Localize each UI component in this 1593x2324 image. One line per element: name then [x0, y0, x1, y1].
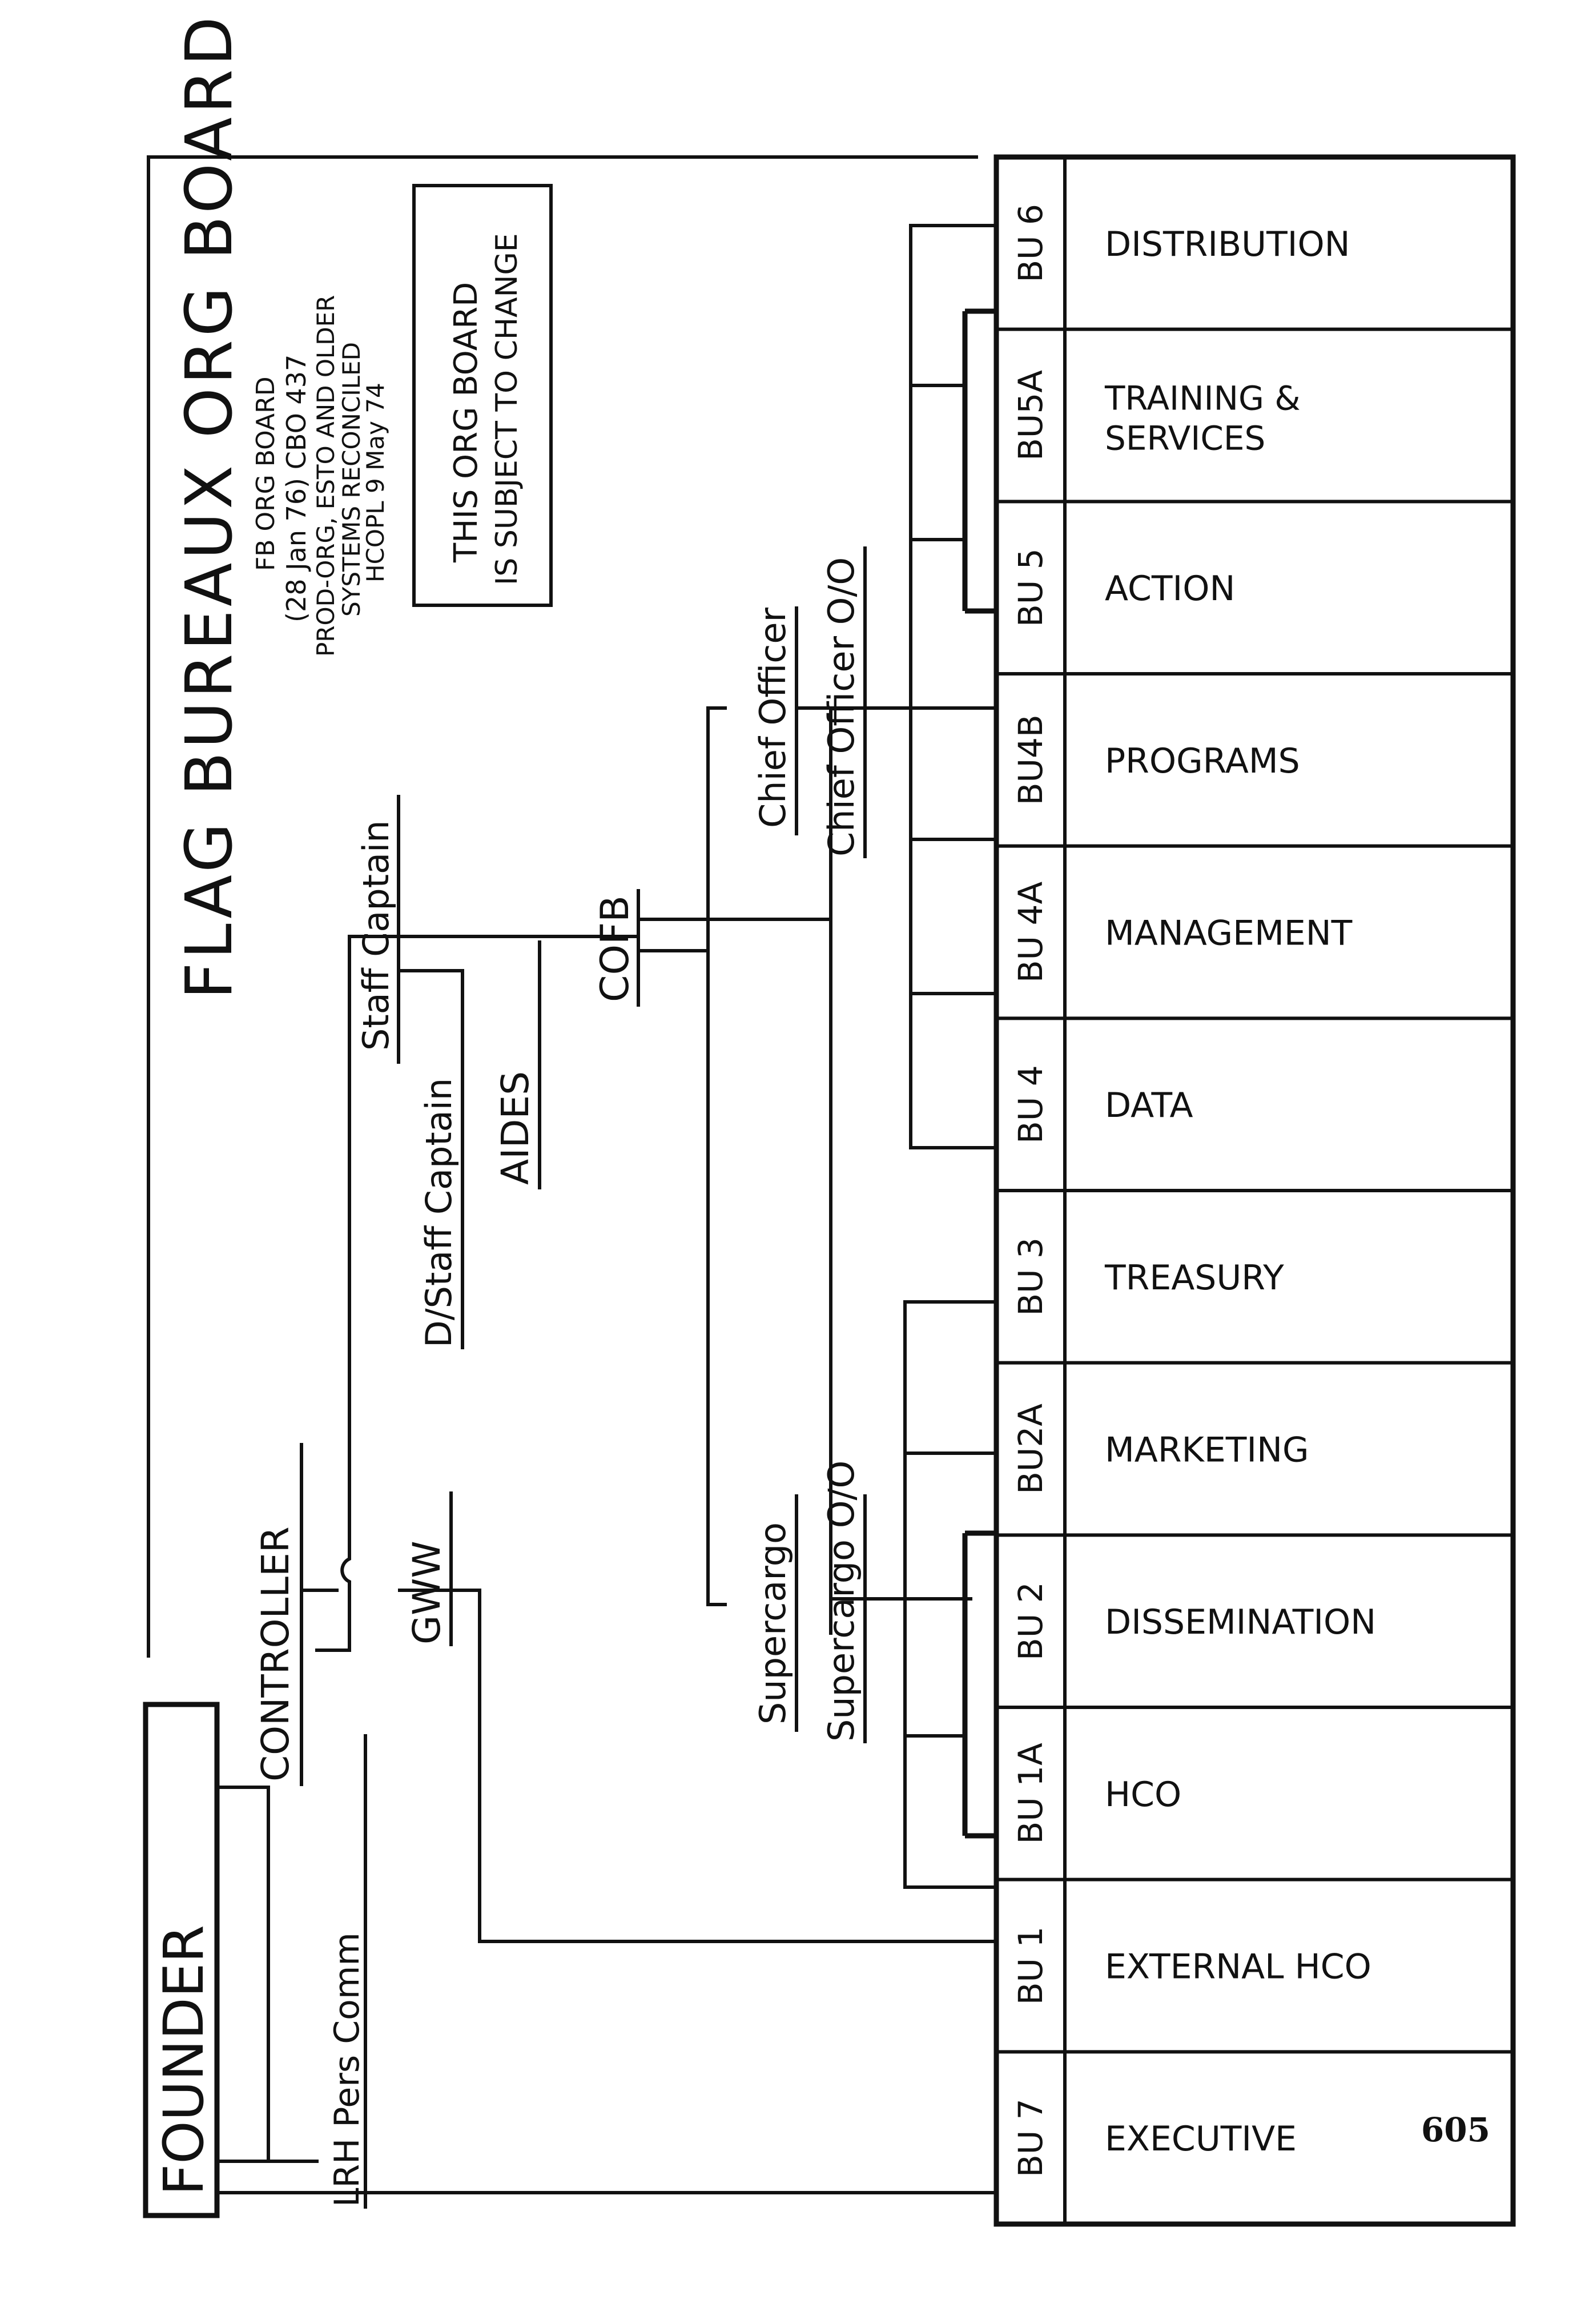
- page-number: 605: [1421, 2110, 1490, 2149]
- board-title: FLAG BUREAUX ORG BOARD: [172, 13, 247, 999]
- bureau-name: TRAINING &: [1104, 379, 1301, 418]
- bureau-code: BU 1A: [1011, 1743, 1050, 1844]
- subtitle-line-4: SYSTEMS RECONCILED: [337, 342, 365, 617]
- bureau-name: EXECUTIVE: [1105, 2119, 1297, 2159]
- subtitle-line-1: FB ORG BOARD: [251, 376, 280, 571]
- bureau-code: BU 5: [1011, 548, 1050, 627]
- supercargo-label: Supercargo: [752, 1522, 794, 1724]
- bureau-name: HCO: [1105, 1775, 1181, 1815]
- cofb-label: COFB: [593, 895, 638, 1002]
- bureau-code: BU 4A: [1011, 882, 1050, 983]
- subtitle-line-2: (28 Jan 76) CBO 437: [281, 355, 312, 622]
- bureau-code: BU2A: [1011, 1404, 1050, 1494]
- notice-line-1: THIS ORG BOARD: [448, 282, 485, 563]
- bureau-name: DISSEMINATION: [1105, 1602, 1376, 1642]
- bureau-name: ACTION: [1105, 569, 1235, 609]
- supercargo-oo-label: Supercargo O/O: [820, 1461, 862, 1742]
- bureaux-column: BU 6 DISTRIBUTION BU5A TRAINING &SERVICES BU…: [993, 154, 1516, 2227]
- bureau-name: MANAGEMENT: [1105, 914, 1353, 954]
- bureau-name: DISTRIBUTION: [1105, 224, 1350, 264]
- gww-label: GWW: [405, 1541, 449, 1645]
- bureau-name: EXTERNAL HCO: [1105, 1947, 1371, 1987]
- controller-label: CONTROLLER: [254, 1526, 297, 1782]
- lrh-pers-comm-label: LRH Pers Comm: [327, 1932, 367, 2207]
- subtitle-line-3: PROD-ORG, ESTO AND OLDER: [312, 295, 340, 657]
- bureau-code: BU5A: [1011, 370, 1050, 461]
- founder-box: [143, 1702, 220, 2218]
- bureau-name-line-2: SERVICES: [1105, 419, 1265, 458]
- subtitle-line-5: HCOPL 9 May 74: [361, 383, 389, 582]
- bureau-name: DATA: [1105, 1085, 1193, 1125]
- bureau-code: BU4B: [1011, 714, 1050, 805]
- bureau-code: BU 3: [1011, 1237, 1050, 1316]
- aides-label: AIDES: [493, 1071, 537, 1185]
- chief-officer-label: Chief Officer: [752, 608, 794, 828]
- bureau-name: MARKETING: [1105, 1430, 1309, 1470]
- notice-box: [412, 184, 553, 607]
- bureau-name: PROGRAMS: [1105, 741, 1300, 781]
- bureau-code: BU 1: [1011, 1927, 1050, 2005]
- notice-line-2: IS SUBJECT TO CHANGE: [490, 233, 524, 585]
- bureau-code: BU 2: [1011, 1582, 1050, 1660]
- founder-label: FOUNDER: [152, 1925, 216, 2196]
- bureau-name: TREASURY: [1104, 1258, 1284, 1298]
- bureau-code: BU 6: [1011, 204, 1050, 283]
- bureau-code: BU 7: [1011, 2098, 1050, 2177]
- d-staff-captain-label: D/Staff Captain: [418, 1078, 460, 1348]
- bureau-code: BU 4: [1011, 1065, 1050, 1144]
